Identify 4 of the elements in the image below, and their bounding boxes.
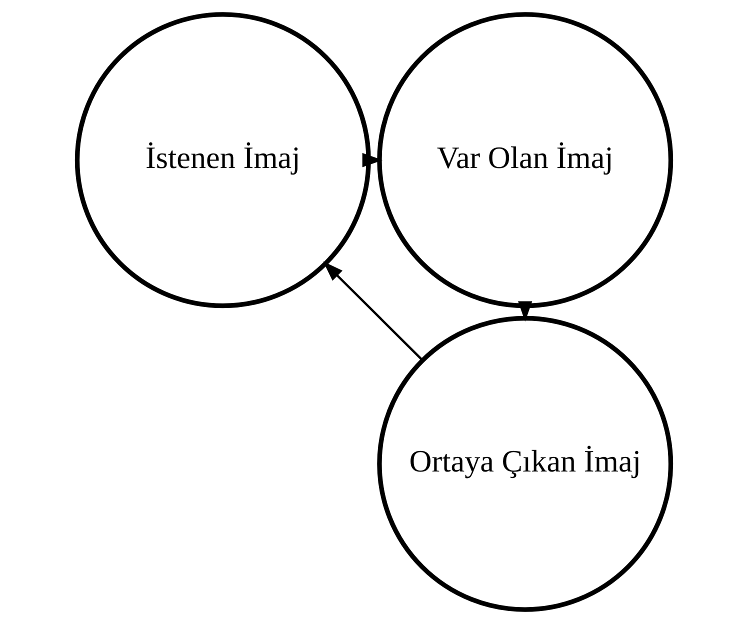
arrow [518, 301, 532, 322]
arrow [362, 153, 383, 168]
arrow [323, 261, 423, 361]
node-circle: Ortaya Çıkan İmaj [377, 316, 674, 612]
